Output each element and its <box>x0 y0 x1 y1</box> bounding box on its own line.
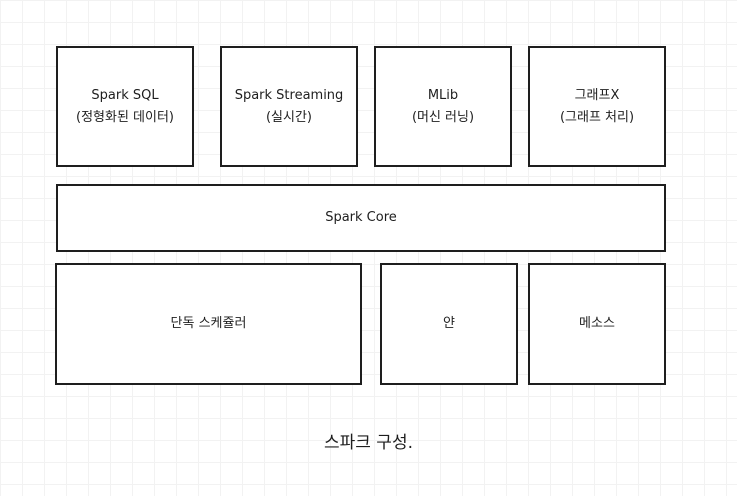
spark-streaming-description: (실시간) <box>265 109 313 125</box>
standalone-scheduler-box: 단독 스케쥴러 <box>55 263 362 385</box>
mlib-label: MLib <box>427 87 459 103</box>
spark-sql-box: Spark SQL (정형화된 데이터) <box>56 46 194 167</box>
spark-streaming-label: Spark Streaming <box>234 87 344 103</box>
graphx-box: 그래프X (그래프 처리) <box>528 46 666 167</box>
mlib-description: (머신 러닝) <box>411 109 475 125</box>
mlib-box: MLib (머신 러닝) <box>374 46 512 167</box>
spark-sql-description: (정형화된 데이터) <box>76 109 174 125</box>
yarn-label: 얀 <box>443 316 455 331</box>
mesos-box: 메소스 <box>528 263 666 385</box>
diagram-caption: 스파크 구성. <box>323 433 413 453</box>
spark-streaming-box: Spark Streaming (실시간) <box>220 46 358 167</box>
yarn-box: 얀 <box>380 263 518 385</box>
mesos-label: 메소스 <box>579 316 615 331</box>
graphx-description: (그래프 처리) <box>559 109 635 125</box>
spark-sql-label: Spark SQL <box>91 87 159 103</box>
standalone-scheduler-label: 단독 스케쥴러 <box>170 316 247 331</box>
graphx-label: 그래프X <box>574 87 620 103</box>
spark-core-box: Spark Core <box>56 184 666 252</box>
spark-core-label: Spark Core <box>325 210 397 225</box>
